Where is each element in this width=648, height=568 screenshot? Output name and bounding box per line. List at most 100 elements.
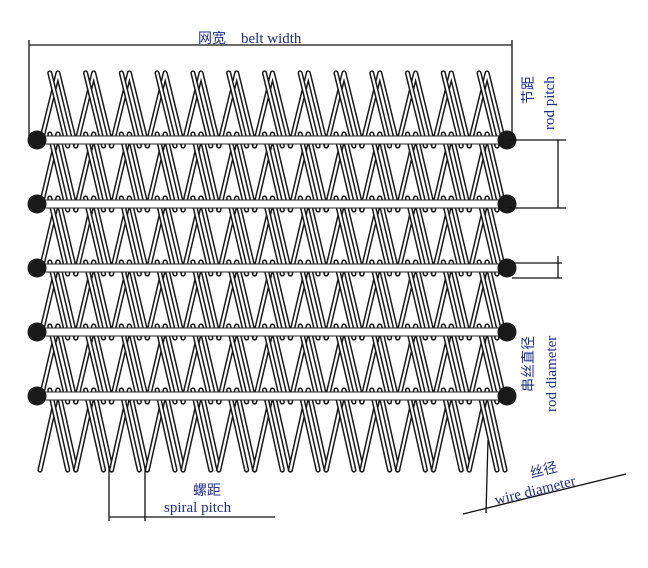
spiral-crossing bbox=[334, 324, 355, 404]
spiral-crossing bbox=[84, 388, 105, 472]
spiral-strand bbox=[432, 196, 471, 276]
spiral-crossing bbox=[48, 324, 69, 404]
spiral-crossing bbox=[191, 260, 212, 340]
spiral-crossing bbox=[442, 260, 463, 340]
spiral-strand bbox=[217, 388, 256, 472]
spiral-pitch-dimension: 螺距 spiral pitch bbox=[108, 466, 275, 521]
spiral-strand bbox=[253, 132, 292, 212]
spiral-crossing bbox=[406, 324, 427, 404]
spiral-strand bbox=[146, 260, 185, 340]
spiral-pitch-label-en: spiral pitch bbox=[164, 500, 232, 516]
spiral-strand bbox=[146, 324, 185, 404]
spiral-strand bbox=[468, 71, 507, 148]
spiral-crossing bbox=[334, 132, 355, 212]
spiral-crossing bbox=[120, 260, 141, 340]
spiral-crossing bbox=[227, 132, 248, 212]
spiral-strand bbox=[38, 71, 77, 148]
spiral-crossing bbox=[191, 71, 212, 148]
spiral-strand bbox=[468, 260, 507, 340]
spiral-strand bbox=[289, 196, 328, 276]
spiral-crossing bbox=[120, 71, 141, 148]
spiral-strand bbox=[468, 196, 507, 276]
spiral-strand bbox=[360, 132, 399, 212]
spiral-crossing bbox=[227, 388, 248, 472]
spiral-crossing bbox=[406, 260, 427, 340]
spiral-strand bbox=[468, 388, 507, 472]
spiral-crossing bbox=[334, 196, 355, 276]
spiral-crossing bbox=[120, 132, 141, 212]
spiral-crossing bbox=[191, 324, 212, 404]
spiral-strand bbox=[325, 132, 363, 212]
wire-diameter-dimension: 丝径 wire diameter bbox=[462, 439, 627, 515]
spiral-crossing bbox=[370, 324, 391, 404]
spiral-crossing bbox=[442, 132, 463, 212]
spiral-strand bbox=[396, 324, 435, 404]
spiral-strand bbox=[289, 388, 328, 472]
spiral-crossing bbox=[156, 324, 177, 404]
spiral-crossing bbox=[299, 324, 320, 404]
spiral-strand bbox=[146, 388, 185, 472]
spiral-strand bbox=[360, 71, 399, 148]
spiral-strand bbox=[325, 196, 363, 276]
spiral-crossing bbox=[84, 196, 105, 276]
spiral-strand bbox=[325, 324, 363, 404]
spiral-crossing bbox=[478, 260, 499, 340]
spiral-strand bbox=[74, 196, 113, 276]
spiral-crossing bbox=[48, 388, 69, 472]
spiral-strand bbox=[253, 196, 292, 276]
spiral-crossing bbox=[478, 132, 499, 212]
spiral-strand bbox=[396, 71, 435, 148]
spiral-crossing bbox=[370, 132, 391, 212]
spiral-strand bbox=[110, 71, 149, 148]
spiral-strand bbox=[182, 196, 220, 276]
spiral-crossing bbox=[263, 71, 284, 148]
spiral-crossing bbox=[478, 324, 499, 404]
rod-end-weld bbox=[497, 194, 517, 214]
spiral-crossing bbox=[191, 132, 212, 212]
spiral-pitch-label-cn: 螺距 bbox=[193, 483, 221, 499]
connecting-rod bbox=[39, 199, 506, 209]
rod-end-weld bbox=[27, 386, 47, 406]
spiral-strand bbox=[253, 71, 292, 148]
spiral-strand bbox=[468, 324, 507, 404]
rod-diameter-label-cn: 串丝直径 bbox=[520, 336, 537, 392]
rod-end-weld bbox=[27, 194, 47, 214]
rod-pitch-dimension: 节距 rod pitch bbox=[508, 76, 566, 209]
spiral-strand bbox=[38, 324, 77, 404]
spiral-crossing bbox=[478, 71, 499, 148]
spiral-crossing bbox=[227, 196, 248, 276]
rod-end-weld bbox=[497, 386, 517, 406]
spiral-strand bbox=[253, 388, 292, 472]
spiral-strand bbox=[110, 388, 149, 472]
spiral-crossing bbox=[370, 388, 391, 472]
spiral-strand bbox=[289, 132, 328, 212]
spiral-strand bbox=[110, 196, 149, 276]
spiral-strand bbox=[468, 132, 507, 212]
spiral-crossing bbox=[227, 324, 248, 404]
spiral-crossing bbox=[48, 260, 69, 340]
rod-end-weld bbox=[27, 258, 47, 278]
spiral-strand bbox=[182, 388, 220, 472]
spiral-strand bbox=[38, 196, 77, 276]
spiral-crossing bbox=[478, 388, 499, 472]
spiral-crossing bbox=[478, 196, 499, 276]
spiral-crossing bbox=[263, 260, 284, 340]
spiral-strand bbox=[182, 324, 220, 404]
spiral-strand bbox=[325, 388, 363, 472]
rod-end-weld bbox=[497, 258, 517, 278]
spiral-crossing bbox=[442, 71, 463, 148]
rod-end-weld bbox=[27, 130, 47, 150]
spiral-strand bbox=[432, 260, 471, 340]
wire-diameter-label-cn: 丝径 bbox=[528, 460, 559, 482]
spiral-crossing bbox=[263, 324, 284, 404]
connecting-rod bbox=[39, 135, 506, 145]
spiral-crossing bbox=[299, 388, 320, 472]
spiral-crossing bbox=[406, 71, 427, 148]
spiral-strand bbox=[110, 132, 149, 212]
spiral-crossing bbox=[156, 71, 177, 148]
spiral-crossing bbox=[84, 132, 105, 212]
spiral-strand bbox=[182, 260, 220, 340]
spiral-crossing bbox=[191, 196, 212, 276]
spiral-strand bbox=[253, 324, 292, 404]
rod-diameter-dimension: 串丝直径 rod diameter bbox=[512, 256, 562, 412]
